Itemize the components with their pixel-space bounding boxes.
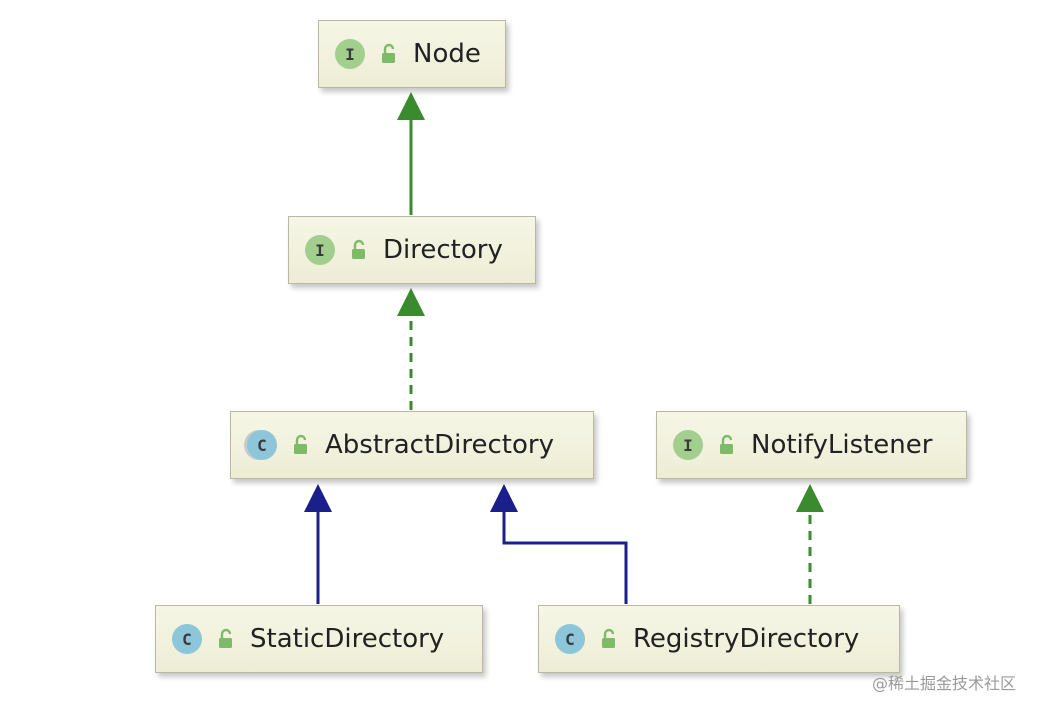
node-notify-listener[interactable]: I NotifyListener	[656, 411, 967, 479]
unlock-icon	[382, 43, 395, 63]
unlock-icon	[219, 628, 232, 648]
arrowhead-notify-listener	[796, 484, 824, 512]
interface-icon: I	[673, 430, 703, 460]
edge-registry-directory-abstract	[502, 510, 628, 604]
unlock-icon	[352, 239, 365, 259]
notify-listener-label: NotifyListener	[751, 430, 933, 460]
arrowhead-directory	[397, 288, 425, 316]
node-static-directory[interactable]: C StaticDirectory	[155, 605, 483, 673]
node-label: Node	[413, 39, 481, 69]
class-icon: C	[172, 624, 202, 654]
arrowhead-abstract-right	[490, 484, 518, 512]
class-icon: C	[555, 624, 585, 654]
arrowhead-abstract-left	[304, 484, 332, 512]
interface-icon: I	[335, 39, 365, 69]
node-registry-directory[interactable]: C RegistryDirectory	[538, 605, 900, 673]
unlock-icon	[602, 628, 615, 648]
static-directory-label: StaticDirectory	[250, 624, 445, 654]
registry-directory-label: RegistryDirectory	[633, 624, 860, 654]
directory-label: Directory	[383, 235, 503, 265]
node-directory[interactable]: I Directory	[288, 216, 536, 284]
unlock-icon	[720, 434, 733, 454]
unlock-icon	[294, 434, 307, 454]
abstract-class-icon: C	[247, 430, 277, 460]
arrowhead-node	[397, 92, 425, 120]
node-abstract-directory[interactable]: C AbstractDirectory	[230, 411, 594, 479]
interface-icon: I	[305, 235, 335, 265]
node-node[interactable]: I Node	[318, 20, 506, 88]
watermark: @稀土掘金技术社区	[871, 674, 1016, 693]
abstract-directory-label: AbstractDirectory	[325, 430, 554, 460]
